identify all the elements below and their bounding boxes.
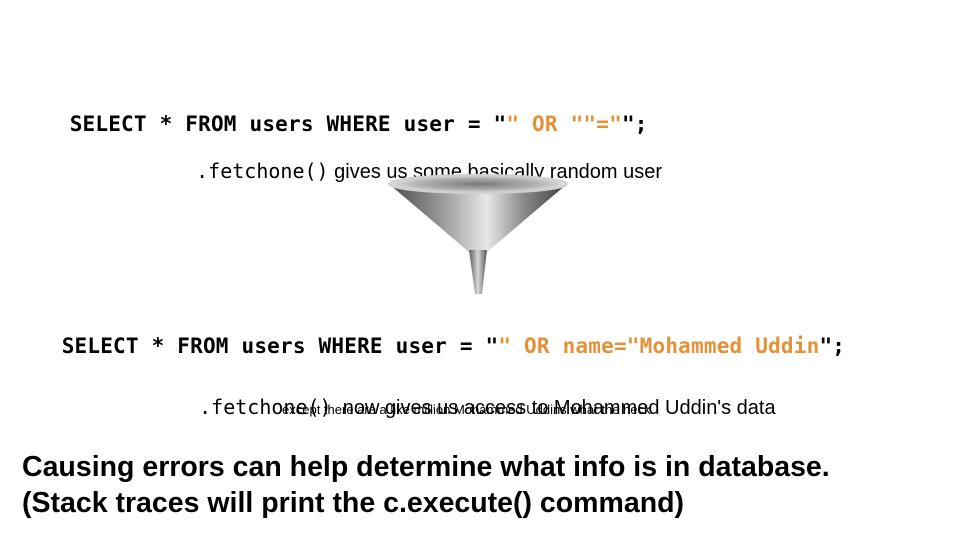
- note-aside: except there are a like million Mohammed…: [282, 402, 651, 417]
- fetchone-code-1: .fetchone(): [196, 159, 329, 183]
- note-target-user: .fetchone() now gives us access to Moham…: [188, 372, 776, 420]
- sql-query-2-injection: " OR name="Mohammed Uddin: [498, 334, 820, 358]
- sql-query-1-part3: ";: [621, 112, 648, 136]
- fetchone-code-2: .fetchone(): [199, 395, 332, 419]
- sql-query-2-part3: ";: [819, 334, 846, 358]
- sql-query-2-part1: SELECT * FROM users WHERE user = ": [61, 334, 499, 358]
- sql-query-1-part1: SELECT * FROM users WHERE user = ": [69, 112, 507, 136]
- sql-query-1: SELECT * FROM users WHERE user = "" OR "…: [44, 88, 648, 136]
- sql-query-1-injection: " OR ""=": [506, 112, 622, 136]
- footer-line-1: Causing errors can help determine what i…: [22, 451, 830, 483]
- note-target-user-text: now gives us access to Mohammed Uddin's …: [331, 397, 776, 419]
- note-random-user-text: gives us some basically random user: [328, 161, 663, 183]
- note-random-user: .fetchone() gives us some basically rand…: [185, 136, 662, 184]
- footer-line-2: (Stack traces will print the c.execute()…: [22, 487, 685, 519]
- sql-query-2: SELECT * FROM users WHERE user = "" OR n…: [36, 310, 845, 358]
- funnel-image: [388, 174, 568, 294]
